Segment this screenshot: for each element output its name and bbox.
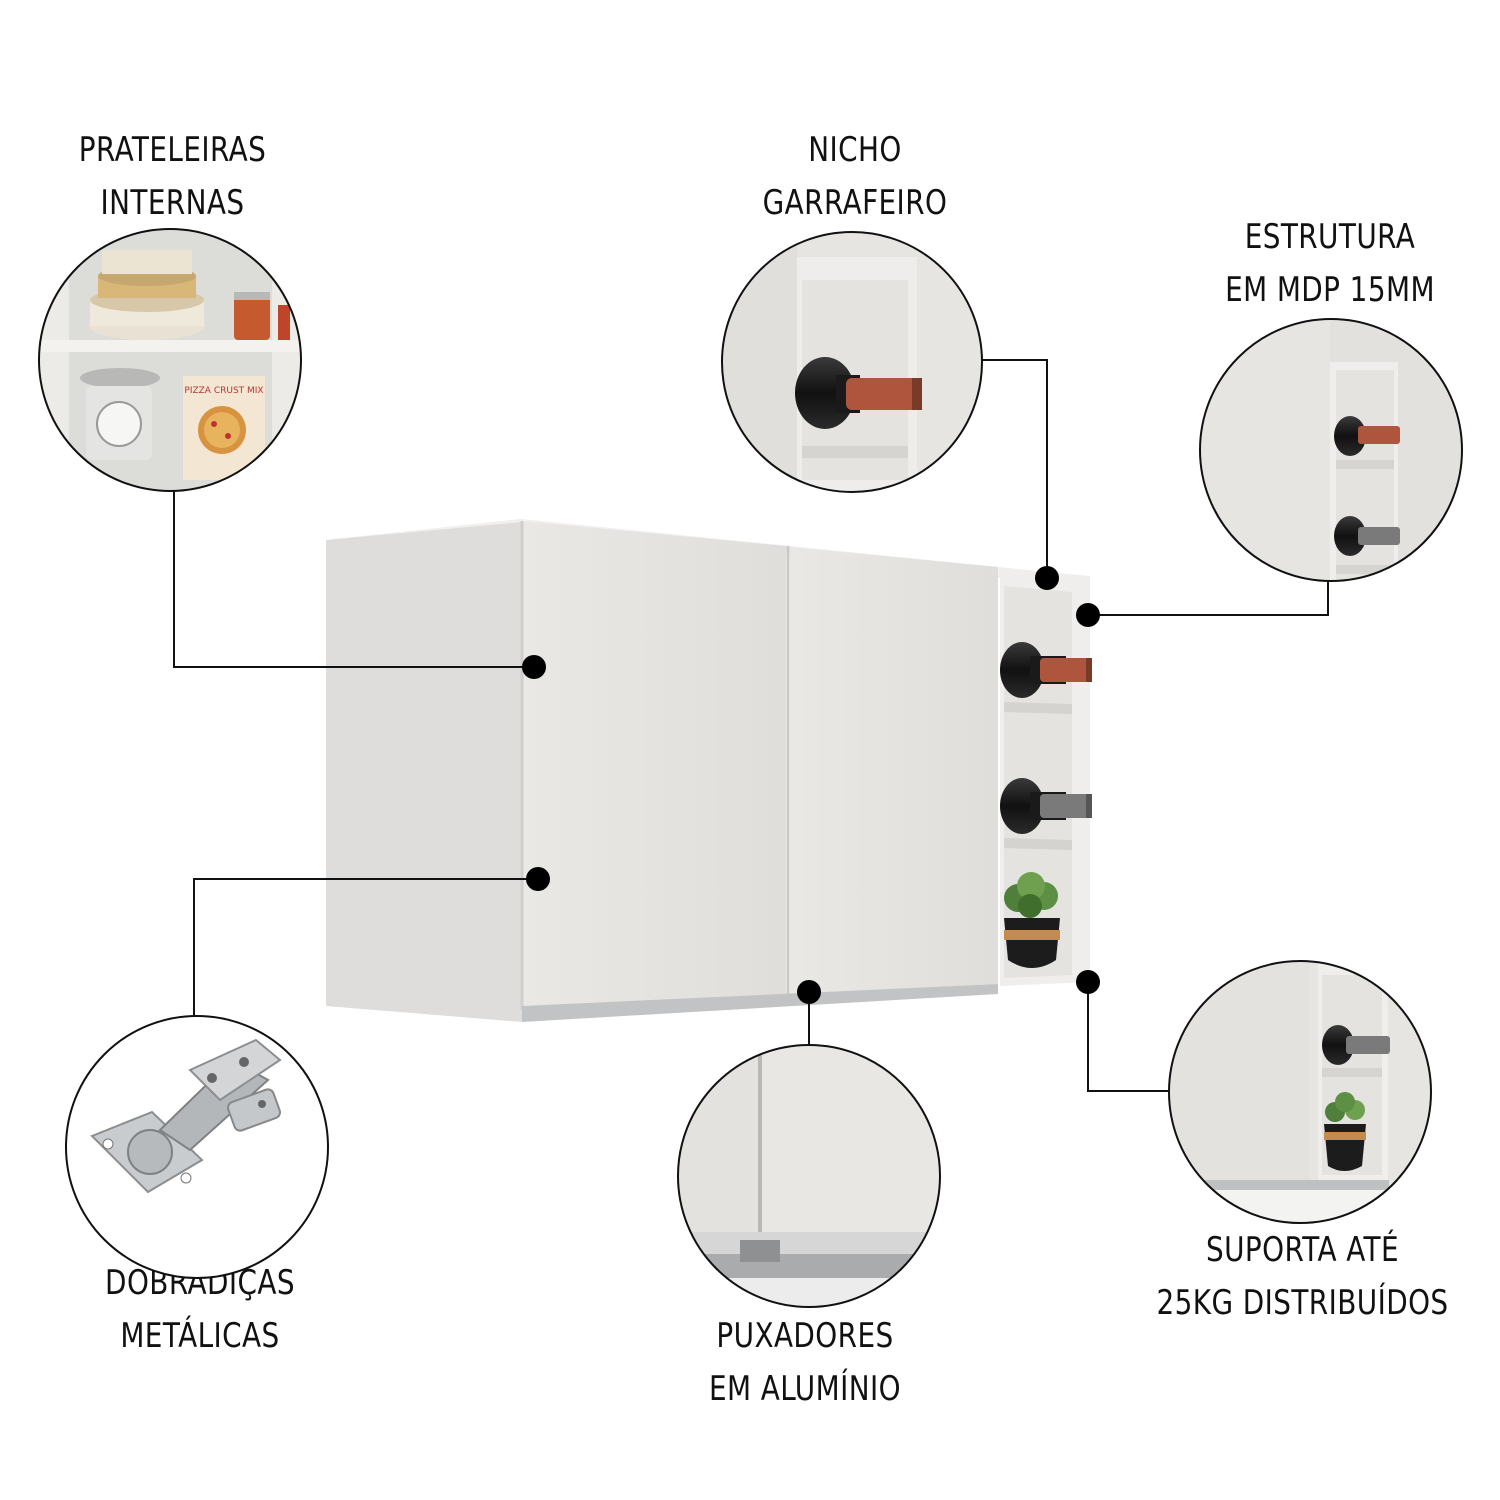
cabinet-handle-rail xyxy=(522,984,998,1022)
cabinet xyxy=(326,519,1092,1022)
cabinet-door-right xyxy=(790,547,998,994)
cabinet-side-panel xyxy=(326,519,522,1022)
detail-circle-hinge xyxy=(65,1015,329,1279)
callout-dots xyxy=(522,566,1100,1004)
detail-circle-load xyxy=(1168,960,1432,1224)
wine-bottle-2 xyxy=(1000,778,1092,834)
wine-bottle-1 xyxy=(1000,642,1092,698)
pizza-box-text: PIZZA CRUST MIX xyxy=(184,386,263,396)
potted-plant xyxy=(1004,872,1060,968)
detail-circle-handles xyxy=(677,1044,941,1308)
detail-circle-niche xyxy=(721,231,983,493)
cabinet-door-left xyxy=(522,521,786,1006)
detail-circle-shelves: PIZZA CRUST MIX xyxy=(38,228,302,492)
detail-circle-structure xyxy=(1199,318,1463,582)
leader-lines xyxy=(173,359,1329,1092)
